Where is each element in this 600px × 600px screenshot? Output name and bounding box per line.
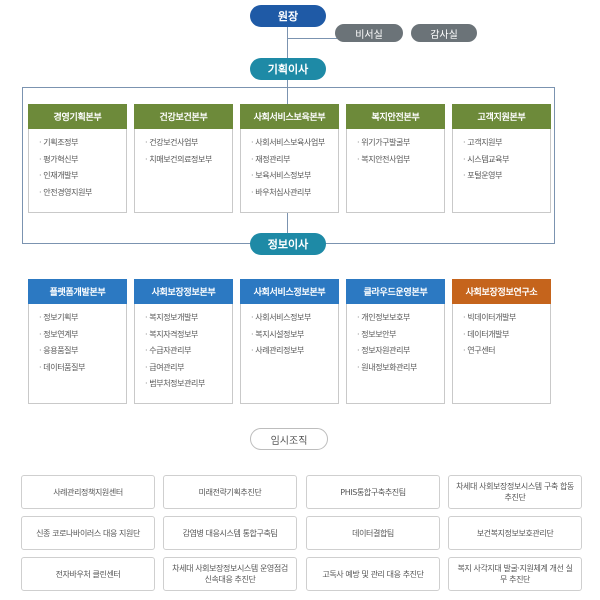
dept-item: 정보연계부 (39, 327, 126, 344)
dept-item: 사례관리정보부 (251, 343, 338, 360)
dept-item: 급여관리부 (145, 360, 232, 377)
secretary-node: 비서실 (335, 24, 403, 42)
dept-item: 안전경영지원부 (39, 185, 126, 202)
division-platform-development: 플랫폼개발본부 정보기획부 정보연계부 응용품질부 데이터품질부 (28, 279, 127, 404)
division-header: 사회보장정보본부 (134, 279, 233, 304)
dept-item: 시스템교육부 (463, 152, 550, 169)
division-social-service-info: 사회서비스정보본부 사회서비스정보부 복지시설정보부 사례관리정보부 (240, 279, 339, 404)
audit-node: 감사실 (411, 24, 477, 42)
dept-item: 사회서비스보육사업부 (251, 135, 338, 152)
temp-org-box: 감염병 대응시스템 통합구축팀 (163, 516, 297, 550)
division-social-security-info: 사회보장정보본부 복지정보개발부 복지자격정보부 수급자관리부 급여관리부 범부… (134, 279, 233, 404)
temp-org-box: 신종 코로나바이러스 대응 지원단 (21, 516, 155, 550)
division-header: 사회서비스정보본부 (240, 279, 339, 304)
division-health: 건강보건본부 건강보건사업부 치매보건의료정보부 (134, 104, 233, 213)
temp-org-box: 차세대 사회보장정보시스템 구축 합동추진단 (448, 475, 582, 509)
dept-item: 복지자격정보부 (145, 327, 232, 344)
dept-item: 정보자원관리부 (357, 343, 444, 360)
dept-item: 정보기획부 (39, 310, 126, 327)
division-header: 사회보장정보연구소 (452, 279, 551, 304)
division-welfare-safety: 복지안전본부 위기가구발굴부 복지안전사업부 (346, 104, 445, 213)
temp-org-box: 사례관리정책지원센터 (21, 475, 155, 509)
dept-item: 데이터품질부 (39, 360, 126, 377)
dept-item: 평가혁신부 (39, 152, 126, 169)
dept-item: 수급자관리부 (145, 343, 232, 360)
dept-item: 재정관리부 (251, 152, 338, 169)
dept-item: 원내정보화관리부 (357, 360, 444, 377)
temp-org-box: PHIS통합구축추진팀 (306, 475, 440, 509)
dept-item: 데이터개발부 (463, 327, 550, 344)
division-header: 복지안전본부 (346, 104, 445, 129)
dept-item: 정보보안부 (357, 327, 444, 344)
division-social-service-childcare: 사회서비스보육본부 사회서비스보육사업부 재정관리부 보육서비스정보부 바우처심… (240, 104, 339, 213)
temp-org-box: 고독사 예방 및 관리 대응 추진단 (306, 557, 440, 591)
division-header: 건강보건본부 (134, 104, 233, 129)
info-director-node: 정보이사 (250, 233, 326, 255)
dept-item: 고객지원부 (463, 135, 550, 152)
division-header: 경영기획본부 (28, 104, 127, 129)
dept-item: 바우처심사관리부 (251, 185, 338, 202)
temp-org-box: 미래전략기획추진단 (163, 475, 297, 509)
division-header: 고객지원본부 (452, 104, 551, 129)
dept-item: 인재개발부 (39, 168, 126, 185)
dept-item: 사회서비스정보부 (251, 310, 338, 327)
division-header: 클라우드운영본부 (346, 279, 445, 304)
dept-item: 범부처정보관리부 (145, 376, 232, 393)
dept-item: 건강보건사업부 (145, 135, 232, 152)
dept-item: 보육서비스정보부 (251, 168, 338, 185)
division-research-institute: 사회보장정보연구소 빅데이터개발부 데이터개발부 연구센터 (452, 279, 551, 404)
dept-item: 복지안전사업부 (357, 152, 444, 169)
temp-org-box: 복지 사각지대 발굴·지원체계 개선 실무 추진단 (448, 557, 582, 591)
dept-item: 포털운영부 (463, 168, 550, 185)
temp-org-box: 데이터결합팀 (306, 516, 440, 550)
dept-item: 응용품질부 (39, 343, 126, 360)
temp-org-title: 임시조직 (250, 428, 328, 450)
dept-item: 치매보건의료정보부 (145, 152, 232, 169)
division-customer-support: 고객지원본부 고객지원부 시스템교육부 포털운영부 (452, 104, 551, 213)
dept-item: 개인정보보호부 (357, 310, 444, 327)
dept-item: 기획조정부 (39, 135, 126, 152)
dept-item: 위기가구발굴부 (357, 135, 444, 152)
dept-item: 복지정보개발부 (145, 310, 232, 327)
division-header: 사회서비스보육본부 (240, 104, 339, 129)
director-node: 원장 (250, 5, 326, 27)
division-management-planning: 경영기획본부 기획조정부 평가혁신부 인재개발부 안전경영지원부 (28, 104, 127, 213)
temp-org-box: 차세대 사회보장정보시스템 운영점검 신속대응 추진단 (163, 557, 297, 591)
dept-item: 복지시설정보부 (251, 327, 338, 344)
division-header: 플랫폼개발본부 (28, 279, 127, 304)
temp-org-box: 전자바우처 클린센터 (21, 557, 155, 591)
temp-org-box: 보건복지정보보호관리단 (448, 516, 582, 550)
planning-director-node: 기획이사 (250, 58, 326, 80)
dept-item: 연구센터 (463, 343, 550, 360)
dept-item: 빅데이터개발부 (463, 310, 550, 327)
division-cloud-operations: 클라우드운영본부 개인정보보호부 정보보안부 정보자원관리부 원내정보화관리부 (346, 279, 445, 404)
